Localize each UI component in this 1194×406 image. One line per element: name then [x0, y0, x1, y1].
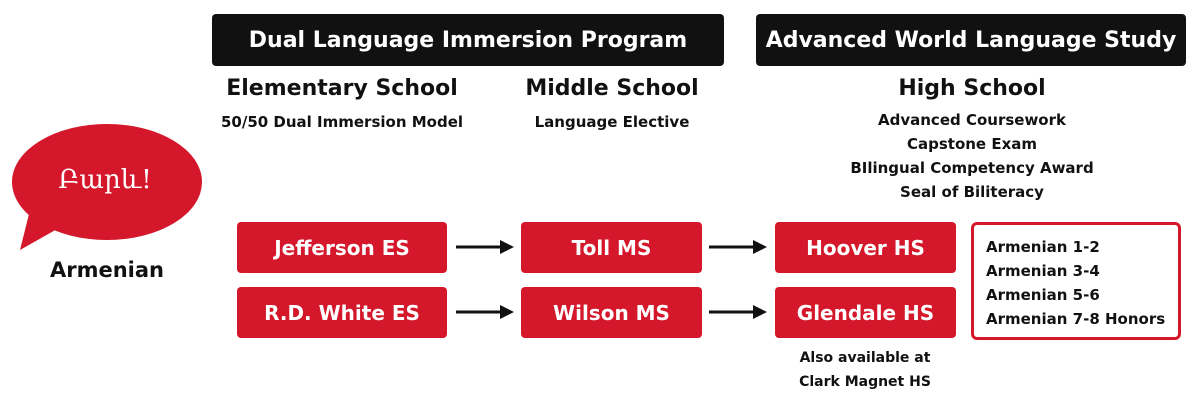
- note-line: Also available at: [799, 350, 931, 366]
- middle-school-title: Middle School: [525, 76, 699, 101]
- arrow-right-icon: [456, 240, 514, 254]
- language-name: Armenian: [49, 258, 164, 282]
- greeting-text: Բարև!: [58, 165, 152, 195]
- school-glendale-hs: Glendale HS: [775, 287, 956, 338]
- arrow-right-icon: [709, 240, 767, 254]
- middle-school-subtitle: Language Elective: [534, 113, 690, 131]
- arrow-right-icon: [456, 305, 514, 319]
- elementary-school-title: Elementary School: [226, 76, 458, 101]
- high-school-details: Advanced Coursework Capstone Exam BIling…: [822, 108, 1122, 204]
- school-rd-white-es: R.D. White ES: [237, 287, 447, 338]
- high-school-detail: Capstone Exam: [906, 135, 1038, 153]
- availability-note: Also available at Clark Magnet HS: [770, 346, 960, 394]
- high-school-detail: Advanced Coursework: [878, 111, 1066, 129]
- course-item: Armenian 1-2: [986, 238, 1100, 256]
- speech-bubble-icon: [12, 124, 202, 250]
- high-school-title: High School: [898, 76, 1046, 101]
- arrow-right-icon: [709, 305, 767, 319]
- course-item: Armenian 5-6: [986, 286, 1100, 304]
- course-list: Armenian 1-2 Armenian 3-4 Armenian 5-6 A…: [971, 222, 1181, 340]
- school-wilson-ms: Wilson MS: [521, 287, 702, 338]
- school-jefferson-es: Jefferson ES: [237, 222, 447, 273]
- elementary-school-subtitle: 50/50 Dual Immersion Model: [220, 113, 464, 131]
- high-school-detail: BIlingual Competency Award: [850, 159, 1094, 177]
- course-item: Armenian 3-4: [986, 262, 1100, 280]
- dual-language-banner: Dual Language Immersion Program: [212, 14, 724, 66]
- school-hoover-hs: Hoover HS: [775, 222, 956, 273]
- note-line: Clark Magnet HS: [799, 374, 931, 390]
- school-toll-ms: Toll MS: [521, 222, 702, 273]
- advanced-study-banner: Advanced World Language Study: [756, 14, 1186, 66]
- course-item: Armenian 7-8 Honors: [986, 310, 1166, 328]
- high-school-detail: Seal of Biliteracy: [900, 183, 1044, 201]
